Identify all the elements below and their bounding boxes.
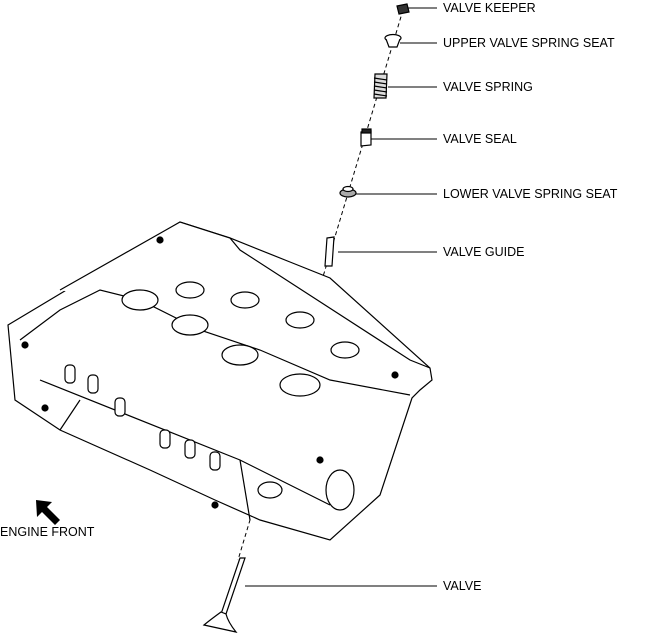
upper-valve-spring-seat-part [384,33,402,48]
label-engine-front: ENGINE FRONT [0,525,95,539]
label-valve-spring: VALVE SPRING [443,80,533,94]
valve-keeper-part [396,3,410,15]
label-upper-valve-spring-seat: UPPER VALVE SPRING SEAT [443,36,615,50]
valve-part [202,557,246,633]
label-lower-valve-spring-seat: LOWER VALVE SPRING SEAT [443,187,618,201]
lower-valve-spring-seat-part [339,185,357,198]
engine-front-arrow-icon [36,500,60,525]
valve-guide-part [324,236,335,267]
valve-seal-part [360,128,372,147]
label-valve: VALVE [443,579,482,593]
valve-spring-part [373,73,388,99]
label-valve-seal: VALVE SEAL [443,132,517,146]
cylinder-head [7,221,433,541]
label-valve-keeper: VALVE KEEPER [443,1,536,15]
label-valve-guide: VALVE GUIDE [443,245,525,259]
